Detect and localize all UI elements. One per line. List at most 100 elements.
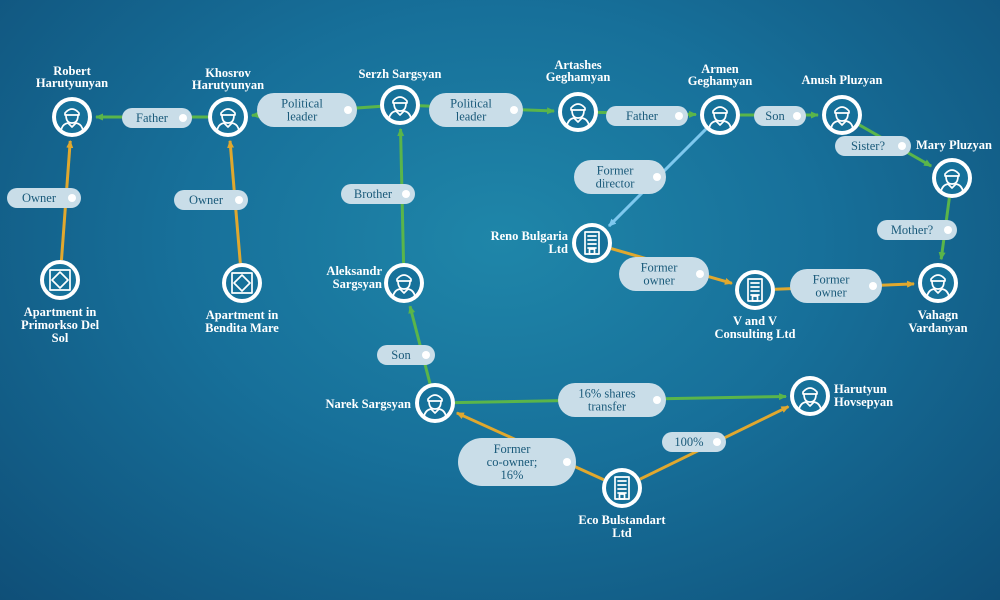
edge-label-text: Son xyxy=(391,348,411,362)
apartment-icon xyxy=(231,272,253,294)
node-name: Geghamyan xyxy=(546,70,611,84)
edge-label-armen-anush: Son xyxy=(754,106,806,126)
node-name: Ltd xyxy=(549,242,569,256)
edge-label-text: Brother xyxy=(354,187,393,201)
edge-label-text: owner xyxy=(815,286,847,300)
edge-label-text: owner xyxy=(643,274,675,288)
node-name: Robert xyxy=(53,64,91,78)
node-name: Eco Bulstandart xyxy=(578,513,666,527)
edge-label-dot xyxy=(422,351,430,359)
edge-label-text: Former xyxy=(641,261,679,275)
node-disc xyxy=(702,97,738,133)
person-icon xyxy=(566,103,590,127)
node-disc xyxy=(560,94,596,130)
person-icon xyxy=(392,274,416,298)
node-name: Sargsyan xyxy=(333,277,382,291)
edge-label-text: transfer xyxy=(588,400,627,414)
edge-label-pill xyxy=(790,269,882,303)
edge-label-apt2-khosrov: Owner xyxy=(174,190,248,210)
edge-label-text: Father xyxy=(626,109,659,123)
edge-label-dot xyxy=(898,142,906,150)
edge-label-dot xyxy=(68,194,76,202)
edge-label-text: Former xyxy=(494,442,532,456)
edge-narek-aleksandr xyxy=(408,305,432,385)
edge-label-text: 16% shares xyxy=(578,387,635,401)
edge-label-pill xyxy=(377,345,435,365)
edge-label-dot xyxy=(793,112,801,120)
edge-label-dot xyxy=(179,114,187,122)
node-name: Harutyunyan xyxy=(192,78,264,92)
edge-label-pill xyxy=(257,93,357,127)
node-disc xyxy=(574,225,610,261)
person-icon xyxy=(926,274,950,298)
node-mary[interactable]: Mary Pluzyan xyxy=(916,138,992,198)
node-name: Geghamyan xyxy=(688,74,753,88)
edge-label-text: Political xyxy=(281,97,323,111)
edge-label-pill xyxy=(662,432,726,452)
edge-label-pill xyxy=(877,220,957,240)
node-name: Artashes xyxy=(554,58,601,72)
node-name: Ltd xyxy=(612,526,632,540)
edge-label-text: Father xyxy=(136,111,169,125)
edge-label-text: leader xyxy=(456,110,487,124)
edge-label-text: Former xyxy=(813,273,851,287)
node-name: Mary Pluzyan xyxy=(916,138,992,152)
edge-label-pill xyxy=(458,438,576,486)
company-icon xyxy=(747,278,763,302)
nodes-layer: RobertHarutyunyanKhosrovHarutyunyanSerzh… xyxy=(21,58,992,540)
edge-label-text: Son xyxy=(765,109,785,123)
node-disc xyxy=(737,272,773,308)
edge-label-dot xyxy=(696,270,704,278)
node-anush[interactable]: Anush Pluzyan xyxy=(802,73,883,135)
node-serzh[interactable]: Serzh Sargsyan xyxy=(359,67,442,125)
node-disc xyxy=(224,265,260,301)
edge-label-artashes-armen: Father xyxy=(606,106,688,126)
edge-label-aleksandr-serzh: Brother xyxy=(341,184,415,204)
node-name: Harutyun xyxy=(834,382,887,396)
edge-label-pill xyxy=(619,257,709,291)
edge-label-pill xyxy=(558,383,666,417)
person-icon xyxy=(423,394,447,418)
edge-label-text: Sister? xyxy=(851,139,885,153)
node-disc xyxy=(934,160,970,196)
edge-label-pill xyxy=(606,106,688,126)
edge-label-pill xyxy=(835,136,911,156)
node-disc xyxy=(42,262,78,298)
node-name: Anush Pluzyan xyxy=(802,73,883,87)
node-narek[interactable]: Narek Sargsyan xyxy=(325,383,455,423)
node-name: Consulting Ltd xyxy=(715,327,796,341)
edge-label-khosrov-robert: Father xyxy=(122,108,192,128)
person-icon xyxy=(216,108,240,132)
node-name: Khosrov xyxy=(205,66,251,80)
edge-label-text: co-owner; xyxy=(487,455,538,469)
edge-label-pill xyxy=(7,188,81,208)
node-name: Bendita Mare xyxy=(205,321,279,335)
node-name: Aleksandr xyxy=(326,264,382,278)
edge-label-mary-vahagn: Mother? xyxy=(877,220,957,240)
company-icon xyxy=(614,476,630,500)
node-name: Serzh Sargsyan xyxy=(359,67,442,81)
edge-label-text: Former xyxy=(597,164,635,178)
apartment-icon xyxy=(49,269,71,291)
edge-label-dot xyxy=(563,458,571,466)
edge-label-text: director xyxy=(596,177,636,191)
